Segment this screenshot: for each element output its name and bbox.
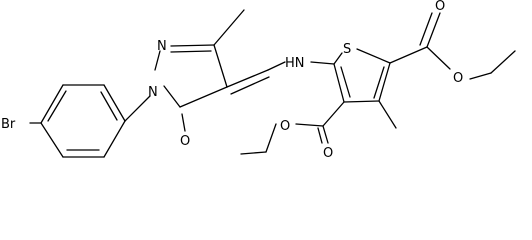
bond: [322, 101, 345, 127]
bond: [389, 46, 428, 64]
bond: [378, 62, 391, 102]
nitrogen-atom-aryl: N: [148, 85, 158, 100]
bond: [103, 120, 126, 158]
bond: [181, 113, 186, 132]
bond: [310, 61, 335, 65]
bond: [265, 123, 277, 153]
bond: [213, 9, 245, 46]
bond: [295, 123, 324, 127]
nitrogen-atom-top: N: [157, 39, 167, 54]
bond: [154, 50, 161, 71]
bond: [230, 76, 270, 95]
bond: [124, 95, 151, 122]
bond: [378, 100, 397, 129]
thiophene-ring: [333, 48, 397, 129]
bond: [373, 66, 385, 99]
bond: [40, 122, 64, 158]
bond: [322, 125, 329, 144]
molecule-structure: Br N N O HN S O O O O: [1, 0, 516, 161]
right-ester-ether-oxygen: O: [453, 71, 463, 86]
bottom-ester-ether-oxygen: O: [280, 119, 290, 134]
bottom-ester-group: [240, 101, 345, 155]
bond: [100, 91, 118, 121]
bond: [170, 50, 212, 53]
bond: [240, 151, 267, 155]
bottom-ester-carbonyl-oxygen: O: [323, 146, 333, 161]
bond: [419, 12, 433, 46]
bond: [340, 66, 351, 98]
bond: [103, 84, 126, 122]
bond: [40, 84, 64, 124]
bond: [490, 50, 516, 74]
bromine-atom: Br: [1, 117, 16, 132]
bond: [469, 72, 492, 80]
bromophenyl-ring: [29, 84, 126, 158]
bond: [267, 61, 286, 71]
bond: [170, 44, 215, 47]
bond: [343, 100, 380, 103]
bond: [426, 46, 451, 70]
bond: [333, 63, 345, 103]
bond: [356, 48, 391, 64]
bond: [179, 86, 228, 108]
sulfur-atom: S: [343, 42, 351, 57]
right-ester-carbonyl-oxygen: O: [435, 0, 445, 14]
bond: [163, 85, 181, 108]
bond: [317, 127, 323, 144]
bond: [226, 69, 269, 88]
bond: [426, 12, 441, 48]
bond: [213, 44, 228, 88]
amine-label: HN: [285, 56, 305, 71]
pyrazolone-ring: [124, 9, 245, 132]
right-ester-group: [389, 12, 516, 80]
methylidene-bridge: [226, 61, 335, 95]
bond: [47, 90, 67, 122]
pyrazolone-oxygen-atom: O: [180, 134, 190, 149]
bond: [333, 52, 343, 65]
